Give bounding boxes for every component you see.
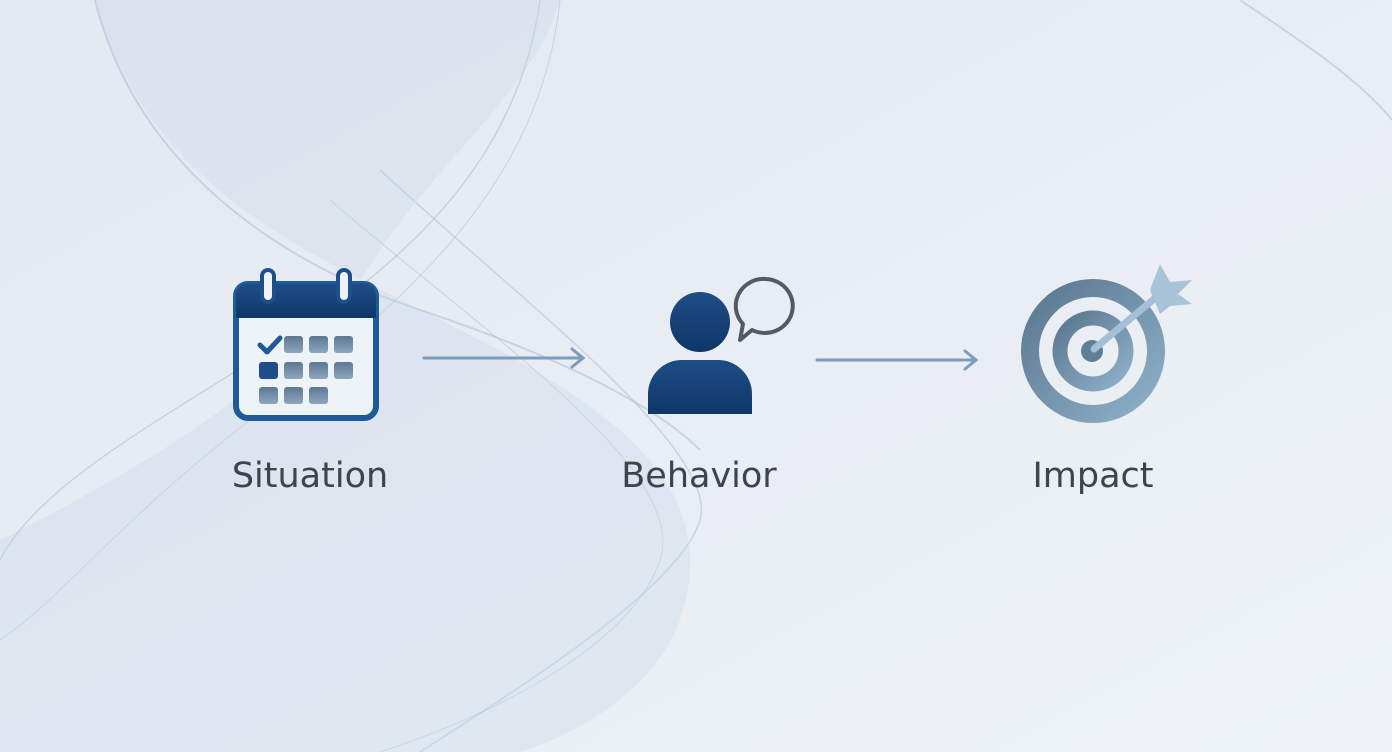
calendar-icon	[233, 268, 379, 421]
step-impact: Impact	[1021, 264, 1192, 496]
step-situation: Situation	[232, 268, 388, 496]
arrow-behavior-to-impact	[815, 349, 979, 371]
person-speech-icon	[648, 276, 795, 414]
label-impact: Impact	[1032, 456, 1153, 496]
step-behavior: Behavior	[621, 276, 795, 496]
label-behavior: Behavior	[621, 456, 777, 496]
arrow-situation-to-behavior	[422, 347, 586, 369]
target-icon	[1021, 264, 1192, 423]
label-situation: Situation	[232, 456, 388, 496]
